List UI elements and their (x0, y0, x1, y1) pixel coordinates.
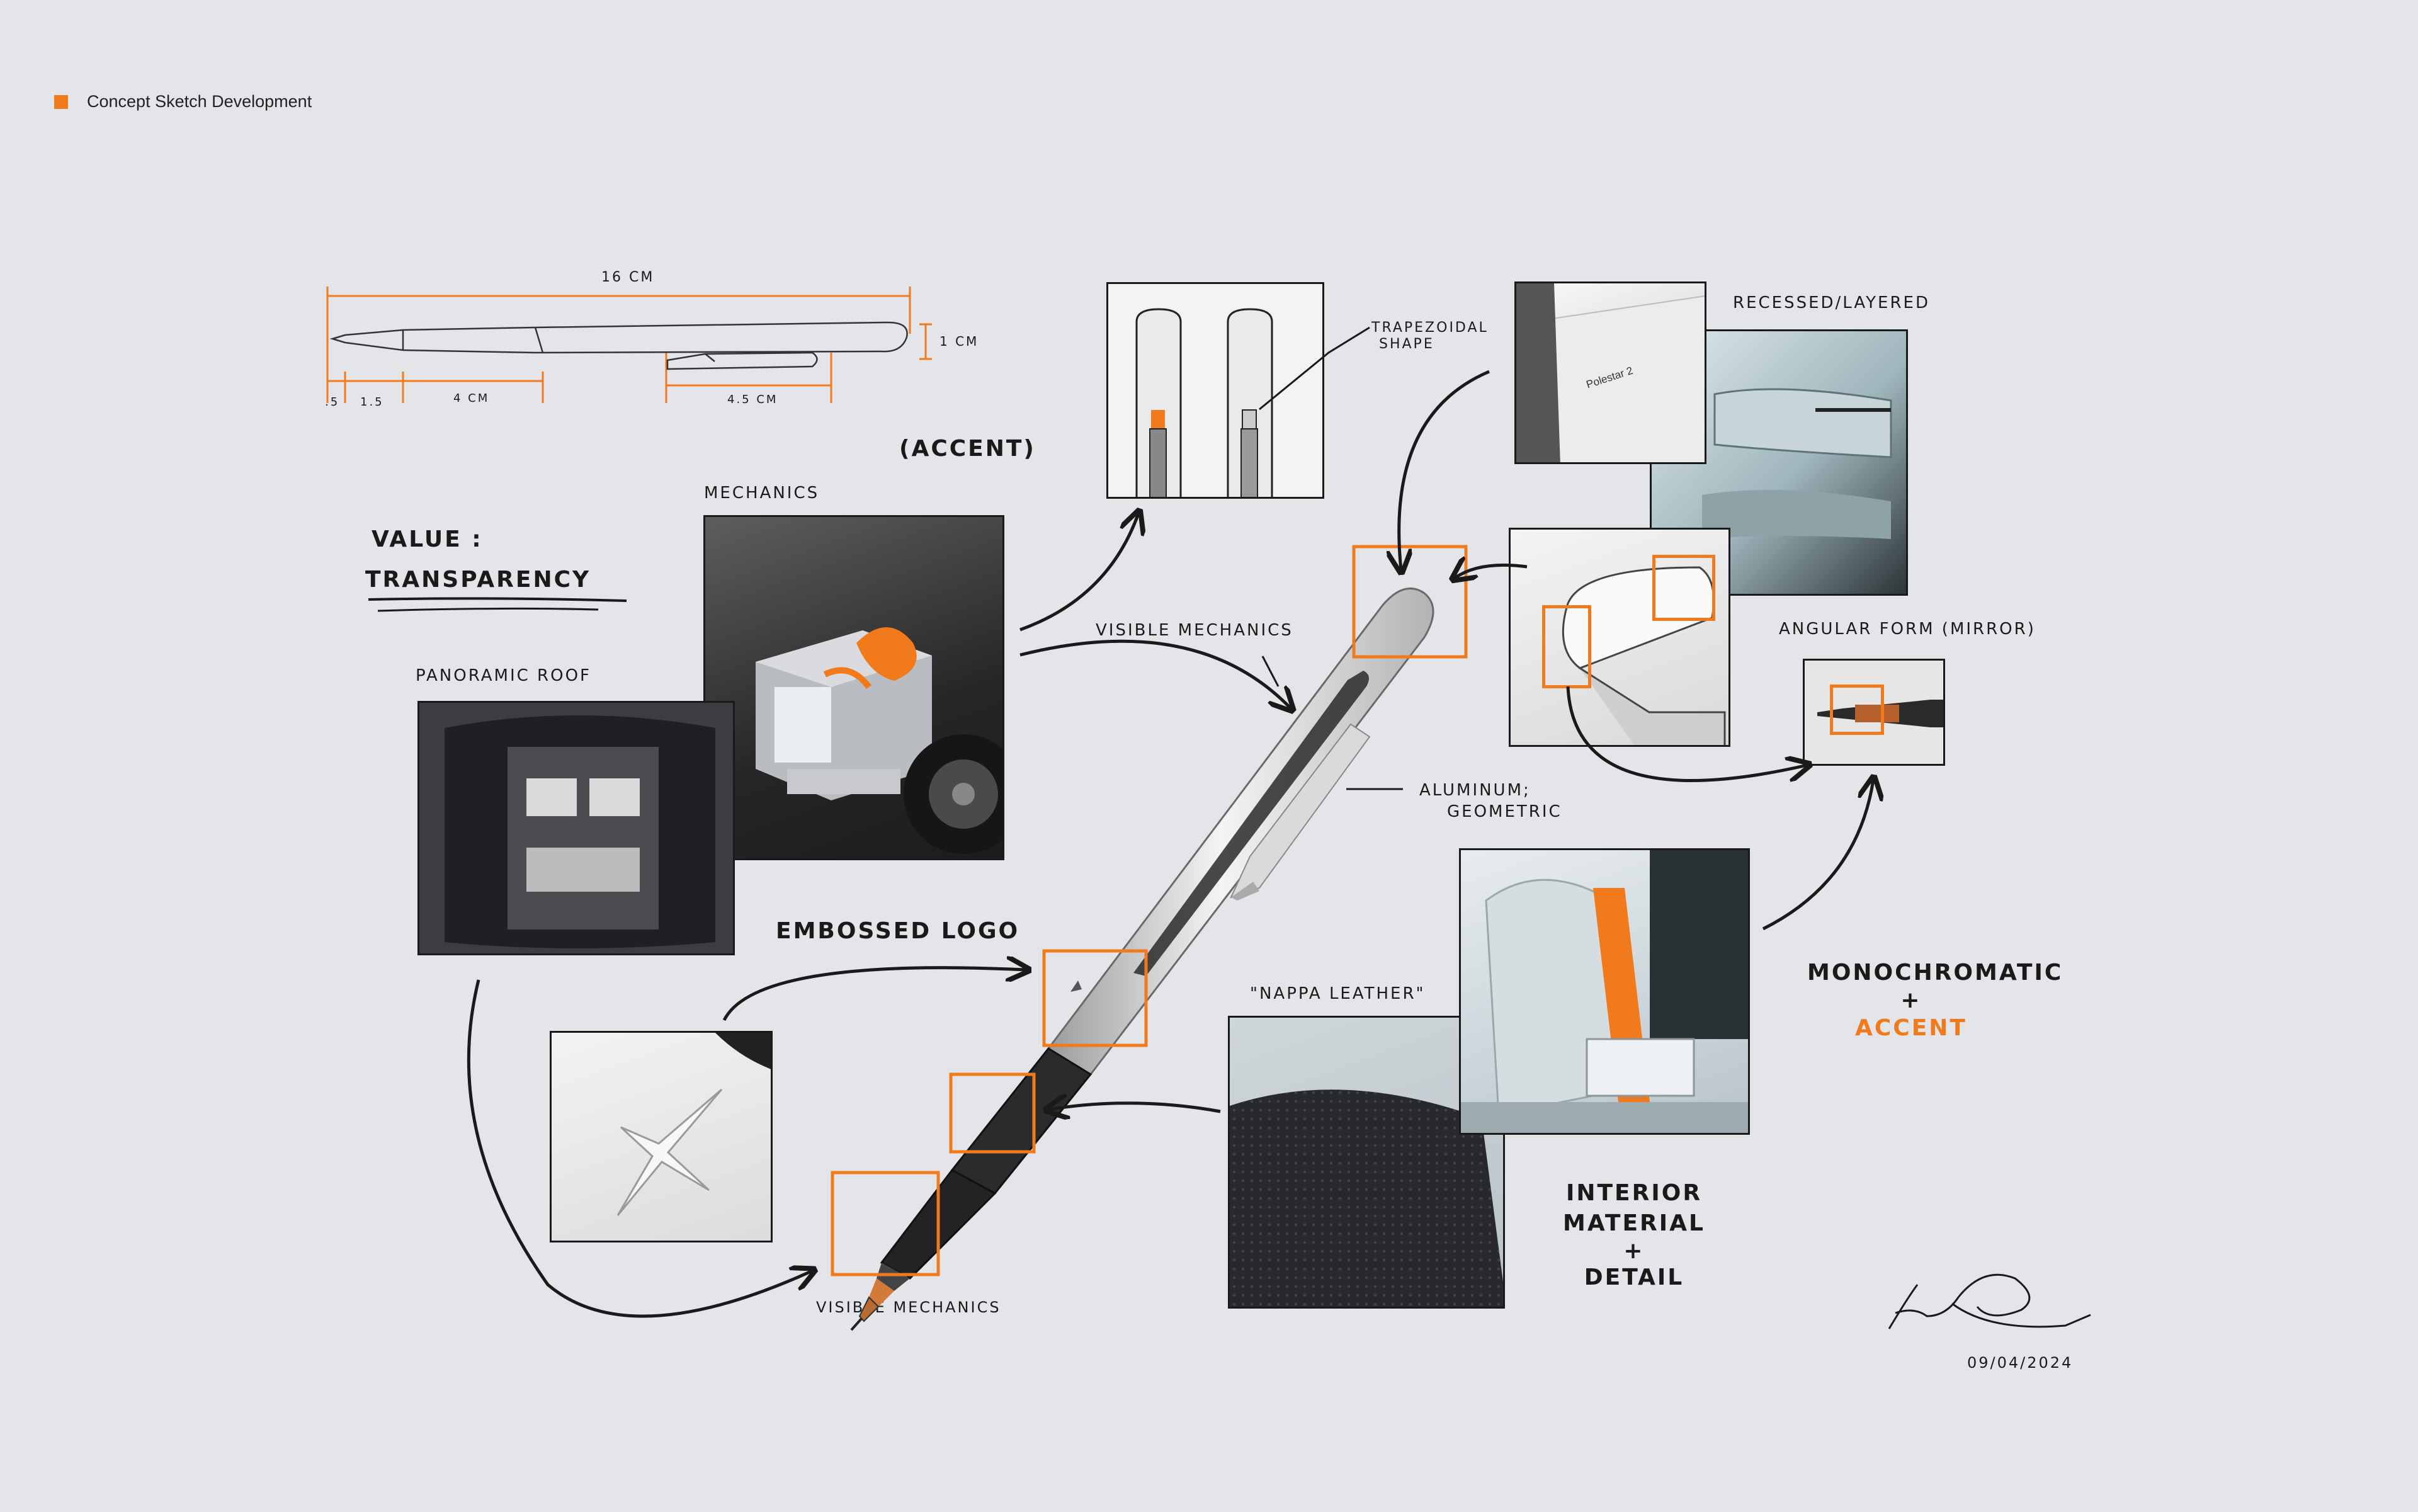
date-label: 09/04/2024 (1967, 1354, 2074, 1372)
interior-label-1: INTERIOR (1565, 1180, 1703, 1206)
panoramic-roof-label: PANORAMIC ROOF (416, 666, 591, 685)
recessed-label: RECESSED/LAYERED (1733, 293, 1930, 312)
mirror-photo (1509, 528, 1730, 747)
signature-scribble (1888, 1273, 2091, 1329)
dim-seg3: 4 cm (453, 392, 490, 405)
visible-mechanics-top-label: VISIBLE MECHANICS (1096, 621, 1293, 640)
pen-tip-highlight (1830, 685, 1884, 735)
dim-seg2: 1.5 (360, 395, 384, 409)
mirror-highlight-1 (1652, 555, 1715, 621)
mechanics-photo (703, 515, 1004, 860)
transparency-underline (368, 597, 627, 612)
interior-seat-photo (1459, 848, 1750, 1135)
interior-label-3: DETAIL (1584, 1265, 1684, 1290)
visible-mechanics-bottom-label: VISIBLE MECHANICS (816, 1299, 1001, 1316)
value-label: VALUE : (372, 526, 483, 552)
pen-tips-photo (1106, 282, 1324, 499)
aluminum-label-1: ALUMINUM; (1419, 781, 1531, 800)
nappa-leather-photo (1228, 1016, 1505, 1309)
interior-label-2: MATERIAL (1563, 1210, 1705, 1236)
accent-label: ACCENT (1855, 1015, 1967, 1041)
mechanics-label: MECHANICS (704, 484, 820, 503)
embossed-logo-photo (550, 1031, 773, 1242)
dim-seg4: 4.5 cm (727, 393, 778, 406)
plus-sign-1: + (1900, 987, 1922, 1013)
dim-height: 1 cm (939, 334, 979, 349)
badge-photo: Polestar 2 (1514, 281, 1706, 464)
angular-form-label: ANGULAR FORM (MIRROR) (1779, 620, 2036, 639)
aluminum-label-2: GEOMETRIC (1447, 802, 1562, 821)
dim-length: 16 cm (601, 270, 655, 285)
trapezoidal-label-1: TRAPEZOIDAL (1371, 320, 1489, 336)
header-square-icon (54, 94, 68, 109)
plus-sign-2: + (1623, 1238, 1645, 1264)
pen-tip-photo (1803, 659, 1945, 766)
page-header: Concept Sketch Development (54, 92, 312, 111)
embossed-logo-label: EMBOSSED LOGO (776, 918, 1020, 944)
trapezoidal-label-2: SHAPE (1379, 336, 1434, 352)
panoramic-roof-photo (417, 701, 735, 955)
nappa-leather-label: "NAPPA LEATHER" (1250, 984, 1426, 1003)
transparency-label: TRANSPARENCY (365, 567, 591, 593)
page-title: Concept Sketch Development (87, 92, 312, 111)
accent-paren-label: (ACCENT) (899, 436, 1036, 462)
dim-seg1: .5 (325, 395, 340, 409)
